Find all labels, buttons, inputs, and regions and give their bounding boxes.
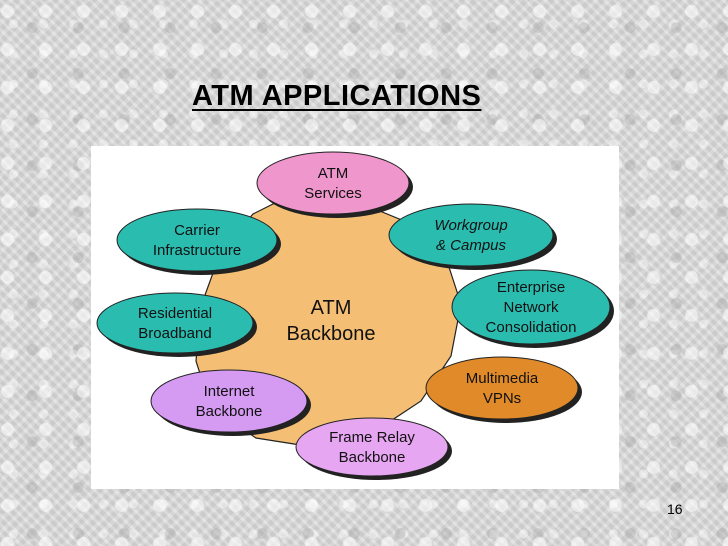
bubble-workgroup-campus-line-2: & Campus — [436, 237, 507, 254]
bubble-carrier-infrastructure-line-2: Infrastructure — [153, 242, 241, 259]
bubble-carrier-infrastructure-line-1: Carrier — [174, 222, 220, 239]
bubble-internet-backbone: Internet Backbone — [150, 369, 311, 436]
bubble-frame-relay-backbone: Frame Relay Backbone — [295, 417, 452, 480]
bubble-residential-broadband-line-1: Residential — [138, 305, 212, 322]
bubble-enterprise-network: Enterprise Network Consolidation — [451, 269, 614, 348]
bubble-frame-relay-backbone-line-2: Backbone — [339, 449, 406, 466]
bubble-enterprise-network-line-1: Enterprise — [497, 279, 565, 296]
bubble-residential-broadband-line-2: Broadband — [138, 325, 211, 342]
diagram-panel: ATM Backbone ATM Services Workgroup & Ca… — [91, 146, 619, 489]
page-number: 16 — [667, 501, 683, 517]
bubble-workgroup-campus-line-1: Workgroup — [434, 217, 507, 234]
bubble-enterprise-network-line-2: Network — [503, 299, 559, 316]
bubble-multimedia-vpns-line-1: Multimedia — [466, 370, 539, 387]
slide-title: ATM APPLICATIONS — [192, 80, 482, 112]
bubble-internet-backbone-line-2: Backbone — [196, 403, 263, 420]
atm-applications-diagram: ATM Backbone ATM Services Workgroup & Ca… — [96, 151, 614, 480]
bubble-residential-broadband: Residential Broadband — [96, 292, 257, 357]
hub-label-line-2: Backbone — [287, 323, 376, 345]
bubble-multimedia-vpns-line-2: VPNs — [483, 390, 521, 407]
bubble-atm-services: ATM Services — [256, 151, 413, 218]
bubble-internet-backbone-line-1: Internet — [204, 383, 256, 400]
hub-label-line-1: ATM — [311, 297, 352, 319]
bubble-enterprise-network-line-3: Consolidation — [486, 319, 577, 336]
bubble-carrier-infrastructure: Carrier Infrastructure — [116, 208, 281, 275]
bubble-frame-relay-backbone-line-1: Frame Relay — [329, 429, 415, 446]
bubble-atm-services-line-2: Services — [304, 185, 362, 202]
bubble-workgroup-campus: Workgroup & Campus — [388, 203, 557, 270]
bubble-multimedia-vpns: Multimedia VPNs — [425, 356, 582, 423]
bubble-atm-services-line-1: ATM — [318, 165, 349, 182]
